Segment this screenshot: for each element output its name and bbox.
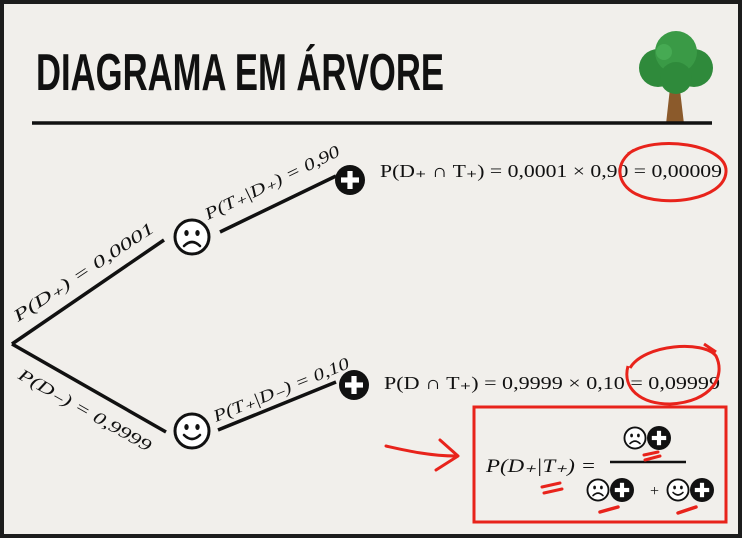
page-title: DIAGRAMA EM ÁRVORE xyxy=(36,44,444,102)
formula-lhs: P(D₊|T₊) = xyxy=(485,456,596,477)
label-p-d-minus: P(D₋) = 0,9999 xyxy=(14,364,156,455)
branch-d-plus xyxy=(11,238,165,346)
plus-circle-icon xyxy=(690,478,714,502)
plus-circle-icon xyxy=(335,165,365,195)
result-top-expression: P(D₊ ∩ T₊) = 0,0001 × 0,90 = 0,00009 xyxy=(380,161,722,182)
branch-d-minus xyxy=(11,342,167,434)
highlight-circle-bottom xyxy=(625,342,721,406)
label-p-d-plus: P(D₊) = 0,0001 xyxy=(8,218,157,326)
scribble-mark xyxy=(642,450,662,462)
formula-box xyxy=(472,405,728,524)
branch-t-given-d-minus xyxy=(217,380,337,432)
plus-circle-icon xyxy=(610,478,634,502)
hand-drawn-arrow-icon xyxy=(384,438,460,472)
tree-icon xyxy=(639,31,713,124)
plus-circle-icon xyxy=(339,370,369,400)
scribble-mark xyxy=(598,505,620,514)
scribble-mark xyxy=(676,505,698,515)
scribble-mark xyxy=(540,481,564,495)
slide: DIAGRAMA EM ÁRVORE P(D₊) = 0,0001 P(D₋) … xyxy=(4,4,738,534)
branch-t-given-d-plus xyxy=(219,174,337,234)
tree-diagram-canvas: DIAGRAMA EM ÁRVORE P(D₊) = 0,0001 P(D₋) … xyxy=(8,31,728,524)
sad-face-icon xyxy=(623,426,647,450)
happy-face-icon xyxy=(666,478,690,502)
sad-face-icon xyxy=(173,218,211,256)
happy-face-icon xyxy=(173,412,211,450)
plus-circle-icon xyxy=(647,426,671,450)
plus-sign: + xyxy=(650,483,659,500)
sad-face-icon xyxy=(586,478,610,502)
result-bottom-expression: P(D ∩ T₊) = 0,9999 × 0,10 = 0,09999 xyxy=(384,373,720,394)
label-p-t-given-d-minus: P(T₊|D₋) = 0,10 xyxy=(209,354,352,427)
highlight-circle-top xyxy=(618,142,728,203)
